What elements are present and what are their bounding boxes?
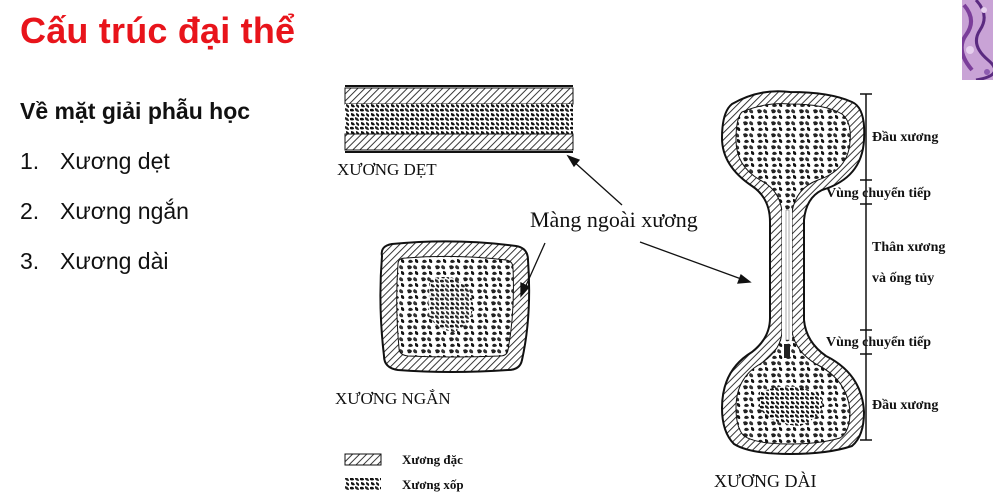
list-item: 3. Xương dài (20, 248, 189, 298)
short-bone-label: XƯƠNG NGẮN (335, 389, 451, 408)
legend-compact-swatch (344, 453, 382, 466)
list-label: Xương dài (60, 248, 169, 274)
flat-bone-illustration (344, 85, 574, 153)
legend-compact-label: Xương đặc (402, 452, 463, 467)
periosteum-arrows (520, 154, 752, 298)
short-bone-illustration (379, 240, 531, 373)
list-item: 2. Xương ngắn (20, 198, 189, 248)
slide-title: Cấu trúc đại thể (20, 10, 296, 51)
bone-type-list: 1. Xương dẹt 2. Xương ngắn 3. Xương dài (20, 148, 189, 298)
periosteum-label: Màng ngoài xương (530, 207, 698, 232)
diaphysis-label-line1: Thân xương (872, 240, 945, 255)
list-number: 2. (20, 198, 40, 224)
list-label: Xương dẹt (60, 148, 170, 174)
metaphysis-top-label: Vùng chuyển tiếp (826, 186, 931, 201)
epiphysis-bottom-label: Đầu xương (872, 398, 938, 413)
flat-bone-label: XƯƠNG DẸT (337, 160, 437, 179)
diaphysis-label-line2: và ống tủy (872, 271, 934, 286)
list-number: 1. (20, 148, 40, 174)
figure-legend (344, 453, 382, 490)
long-bone-label: XƯƠNG DÀI (714, 470, 816, 491)
metaphysis-bottom-label: Vùng chuyển tiếp (826, 335, 931, 350)
region-bracket (860, 93, 872, 441)
long-bone-illustration (720, 90, 866, 456)
legend-spongy-label: Xương xốp (402, 477, 464, 492)
epiphysis-top-label: Đầu xương (872, 130, 938, 145)
slide-subtitle: Về mặt giải phẫu học (20, 98, 251, 124)
histology-thumbnail (962, 0, 993, 80)
list-label: Xương ngắn (60, 198, 189, 224)
list-item: 1. Xương dẹt (20, 148, 189, 198)
list-number: 3. (20, 248, 40, 274)
legend-spongy-swatch (345, 478, 381, 490)
